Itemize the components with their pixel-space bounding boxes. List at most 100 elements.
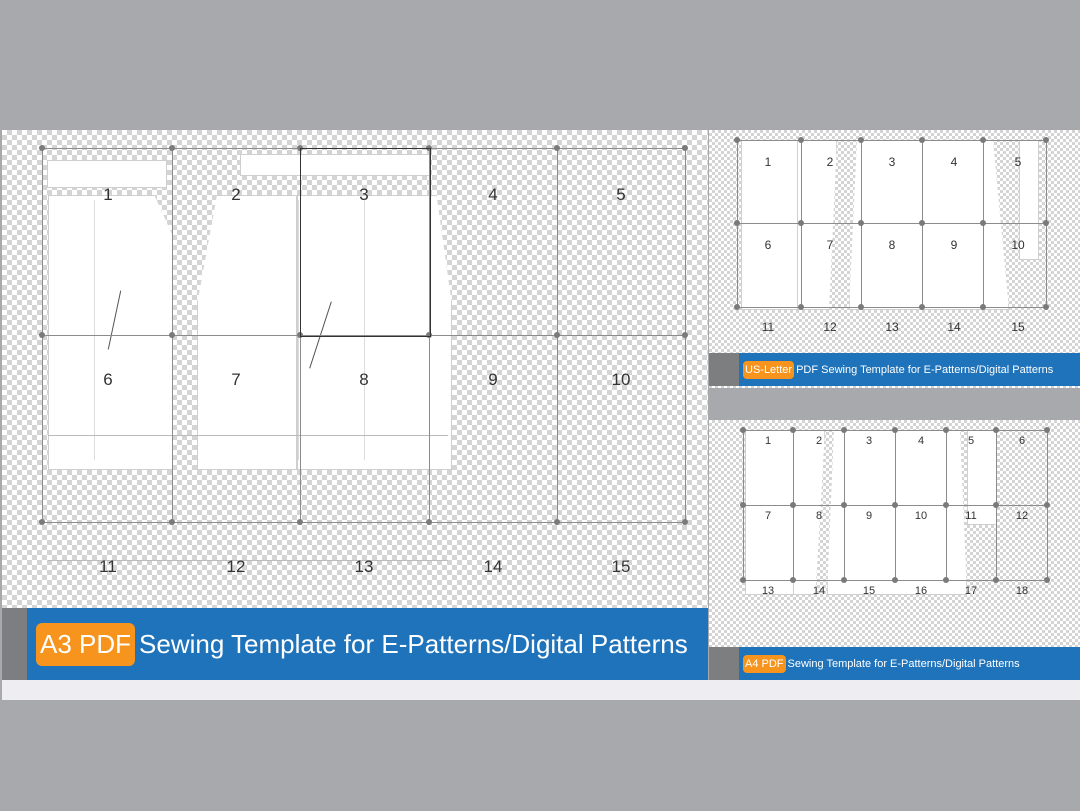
bottom-strip [2,680,1080,700]
page-number: 10 [1011,238,1025,252]
page-number: 2 [826,155,834,169]
grid-dot [734,304,740,310]
a3-banner-accent [2,608,27,680]
grid-dot [682,519,688,525]
grid-dot [554,145,560,151]
a3-banner-text: Sewing Template for E-Patterns/Digital P… [139,628,688,659]
page-number: 17 [964,585,978,597]
grid-dot [841,502,847,508]
grid-dot [790,427,796,433]
grid-dot [682,332,688,338]
pattern-piece [827,430,967,595]
page-number: 1 [764,155,772,169]
a4-banner: A4 PDF Sewing Template for E-Patterns/Di… [739,647,1080,680]
grid-dot [943,502,949,508]
grid-dot [980,304,986,310]
grid-dot [554,332,560,338]
page-number: 1 [103,185,113,204]
grid-dot [39,332,45,338]
page-number: 5 [616,185,626,204]
grid-dot [841,427,847,433]
grid-dot [169,332,175,338]
a4-banner-text: Sewing Template for E-Patterns/Digital P… [787,657,1020,670]
grid-dot [1043,137,1049,143]
page-number: 15 [611,557,631,576]
page-number: 18 [1015,585,1029,597]
grid-dot [169,519,175,525]
grid-dot [943,577,949,583]
page-number: 5 [1014,155,1022,169]
page-number: 2 [815,435,823,447]
page-number: 12 [226,557,246,576]
grid-dot [858,137,864,143]
page-number: 2 [231,185,241,204]
page-number: 3 [888,155,896,169]
page-number: 8 [888,238,896,252]
seam-line [364,200,365,460]
grid-dot [682,145,688,151]
pattern-piece [197,195,297,470]
page-number: 16 [914,585,928,597]
us-letter-banner-text: PDF Sewing Template for E-Patterns/Digit… [796,363,1054,376]
grid-dot [734,137,740,143]
grid-dot [790,502,796,508]
seam-line [298,200,299,460]
page-number: 3 [359,185,369,204]
hem-line [48,560,448,561]
us-letter-format-tag: US-Letter [743,360,795,379]
us-letter-banner: US-Letter PDF Sewing Template for E-Patt… [739,353,1080,386]
grid-dot [919,220,925,226]
page-number: 7 [231,370,241,389]
page-number: 6 [1018,435,1026,447]
page-number: 8 [359,370,369,389]
grid-dot [858,304,864,310]
grid-dot [919,137,925,143]
page-number: 13 [761,585,775,597]
grid-dot [841,577,847,583]
grid-dot [892,577,898,583]
grid-dot [39,145,45,151]
page-number: 13 [885,320,899,334]
page-number: 4 [488,185,498,204]
separator [709,388,1080,420]
a3-format-tag: A3 PDF [36,622,136,666]
seam-line [94,200,95,460]
grid-dot [798,304,804,310]
page-number: 10 [611,370,631,389]
grid-dot [993,577,999,583]
page-number: 4 [917,435,925,447]
page-number: 14 [947,320,961,334]
grid-dot [297,519,303,525]
page-number: 15 [1011,320,1025,334]
grid-dot [1044,427,1050,433]
page-number: 14 [483,557,503,576]
grid-line [737,140,1046,141]
page-number: 11 [761,320,775,334]
grid-dot [798,137,804,143]
grid-dot [169,145,175,151]
grid-dot [798,220,804,226]
grid-dot [1044,577,1050,583]
grid-line [42,522,685,523]
grid-line [42,335,685,336]
page-number: 7 [764,510,772,522]
grid-dot [980,137,986,143]
page-number: 7 [826,238,834,252]
a4-banner-accent [709,647,739,680]
grid-dot [39,519,45,525]
page-number: 6 [103,370,113,389]
page-number: 3 [865,435,873,447]
page-number: 6 [764,238,772,252]
grid-dot [892,427,898,433]
page-number: 9 [488,370,498,389]
grid-dot [980,220,986,226]
letter-banner-accent [709,353,739,386]
pattern-piece [745,430,795,595]
pattern-piece [967,430,997,525]
grid-dot [734,220,740,226]
grid-dot [993,502,999,508]
page-number: 1 [764,435,772,447]
page-number: 4 [950,155,958,169]
